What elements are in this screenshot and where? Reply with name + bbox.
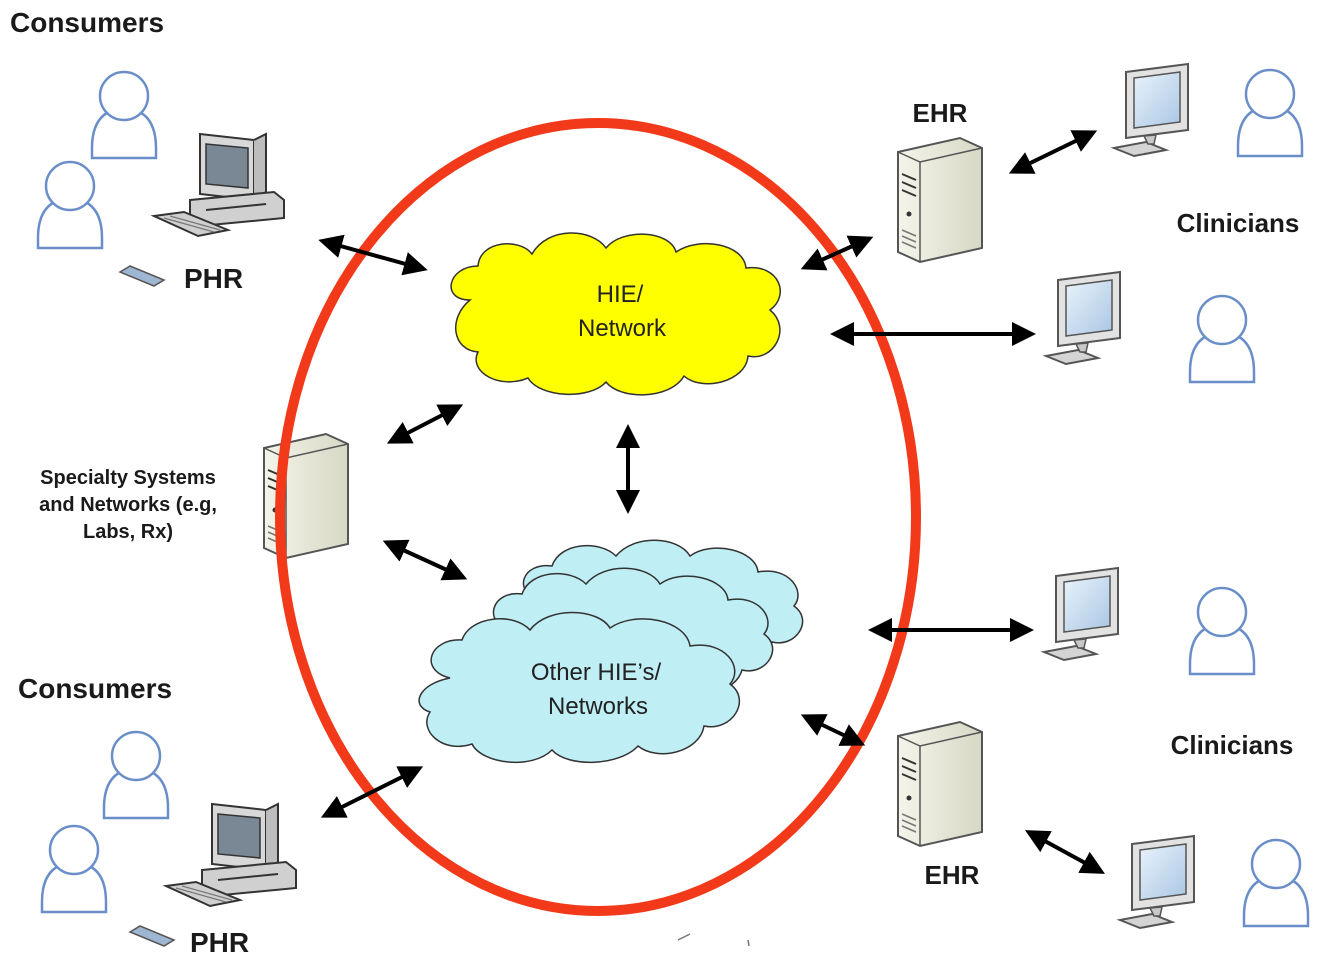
- ehr-bottom-label: EHR: [925, 860, 980, 890]
- clinicians-bottom-label: Clinicians: [1171, 730, 1294, 760]
- monitor-icon: [1045, 271, 1121, 365]
- monitor-icon: [1113, 63, 1189, 157]
- server-icon: [897, 137, 983, 263]
- person-icon: [36, 160, 104, 250]
- hie-cloud-line1: HIE/: [597, 281, 644, 308]
- desktop-computer-icon: [153, 133, 285, 237]
- double-arrow-icon: [386, 404, 464, 444]
- other-cloud-line1: Other HIE’s/: [531, 659, 662, 686]
- person-icon: [1236, 68, 1304, 158]
- desktop-computer-icon: [165, 803, 297, 907]
- person-icon: [1188, 294, 1256, 384]
- server-icon: [897, 721, 983, 847]
- clinicians-top-label: Clinicians: [1177, 208, 1300, 238]
- hie-network-cloud-icon: HIE/ Network: [450, 232, 781, 396]
- highlight-oval: [275, 118, 921, 916]
- stray-mark: [677, 933, 691, 941]
- person-icon: [90, 70, 158, 160]
- double-arrow-icon: [800, 235, 874, 271]
- double-arrow-icon: [1024, 830, 1106, 874]
- double-arrow-icon: [382, 539, 468, 581]
- phr-bottom-label: PHR: [190, 927, 249, 958]
- specialty-label-line2: and Networks (e.g,: [39, 494, 217, 516]
- ehr-top-label: EHR: [913, 98, 968, 128]
- phr-top-label: PHR: [184, 263, 243, 294]
- double-arrow-icon: [800, 714, 866, 746]
- specialty-label-line3: Labs, Rx): [83, 521, 173, 543]
- hie-cloud-line2: Network: [578, 315, 667, 342]
- specialty-label-line1: Specialty Systems: [40, 467, 216, 489]
- other-cloud-line2: Networks: [548, 693, 648, 720]
- monitor-icon: [1119, 835, 1195, 929]
- double-arrow-icon: [1008, 130, 1098, 174]
- stray-mark: [747, 939, 750, 947]
- person-icon: [1242, 838, 1310, 928]
- person-icon: [1188, 586, 1256, 676]
- double-arrow-icon: [318, 234, 428, 276]
- usb-device-icon: [119, 265, 165, 287]
- consumers-top-label: Consumers: [10, 7, 164, 38]
- monitor-icon: [1043, 567, 1119, 661]
- consumers-bottom-label: Consumers: [18, 673, 172, 704]
- person-icon: [40, 824, 108, 914]
- double-arrow-icon: [320, 766, 424, 818]
- usb-device-icon: [129, 925, 175, 947]
- person-icon: [102, 730, 170, 820]
- other-networks-cloud-icon: Other HIE’s/ Networks: [418, 539, 804, 764]
